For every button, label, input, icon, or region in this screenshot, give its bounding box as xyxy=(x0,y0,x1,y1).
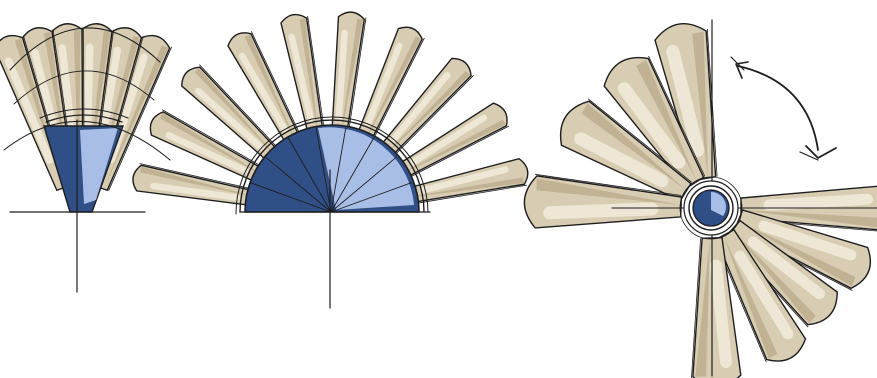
rotating-fan-panel xyxy=(524,20,877,378)
curved-double-arrow-icon xyxy=(731,57,836,160)
half-open-fan-panel xyxy=(133,12,528,308)
rotating-fan-hub xyxy=(680,177,742,239)
folded-fan-panel xyxy=(0,24,172,292)
